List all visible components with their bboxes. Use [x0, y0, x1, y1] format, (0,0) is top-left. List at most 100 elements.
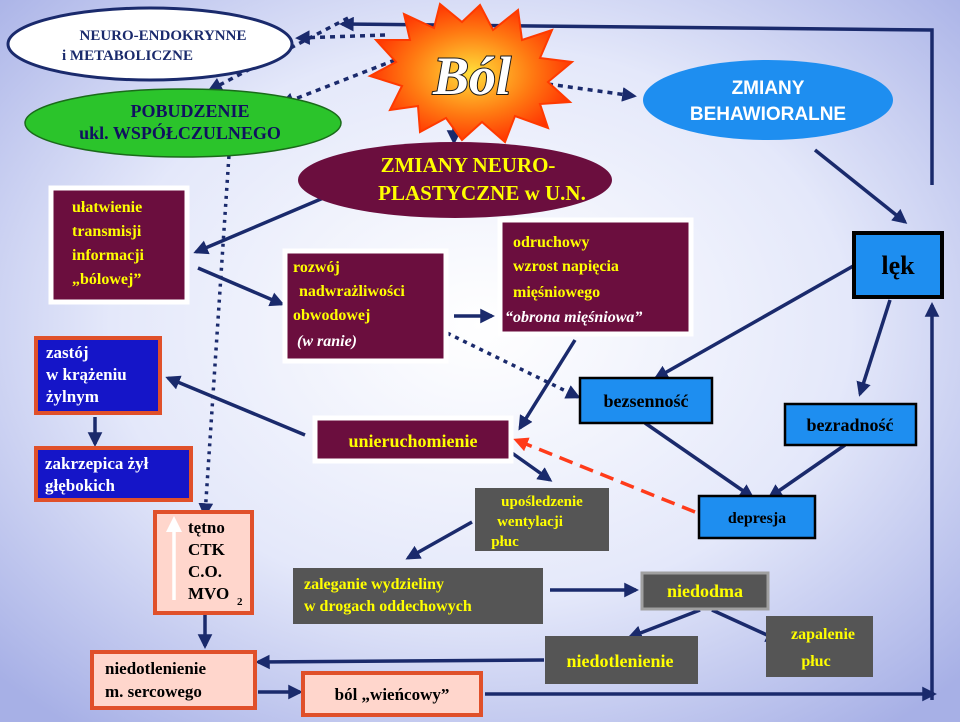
- zaleganie-line-1: zaleganie wydzieliny: [304, 576, 444, 593]
- arrow-niedotlenienie-to-niedotlenienie-m: [255, 654, 545, 670]
- uposledzenie-line-1: upośledzenie: [501, 494, 583, 510]
- ulatwienie-node: ułatwienie transmisji informacji „bólowe…: [48, 185, 190, 305]
- zastoj-line-1: zastój: [46, 343, 88, 362]
- zmiany-behawioralne-line-1: ZMIANY: [732, 78, 805, 99]
- zapalenie-node: zapalenie płuc: [766, 616, 873, 677]
- ulatwienie-line-3: informacji: [72, 247, 145, 264]
- arrow-bol-to-pobudzenie: [279, 58, 396, 107]
- uposledzenie-line-3: płuc: [491, 534, 519, 550]
- zastoj-line-3: żylnym: [46, 387, 99, 406]
- lek-node: lęk: [852, 231, 944, 299]
- zastoj-node: zastój w krążeniu żylnym: [34, 336, 162, 415]
- depresja-shape: [697, 494, 817, 540]
- zakrzepica-shape: [34, 446, 193, 502]
- arrow-ulatwienie-to-rozwoj: [197, 266, 285, 307]
- niedotlenienie-m-line-1: niedotlenienie: [105, 659, 207, 678]
- niedotlenienie-shape: [545, 636, 698, 684]
- arrow-bezsennosc-to-depresja: [644, 421, 755, 499]
- niedodma-label: niedodma: [667, 581, 743, 601]
- arrow-niedodma-to-niedotlenienie: [627, 608, 701, 640]
- niedotlenienie-m-shape: [90, 650, 257, 710]
- arrow-depresja-to-unieruchomienie: [513, 437, 696, 514]
- tetno-up-arrow-head: [166, 516, 182, 532]
- ulatwienie-line-2: transmisji: [72, 223, 142, 240]
- bezradnosc-label: bezradność: [807, 415, 894, 435]
- zmiany-behawioralne-line-2: BEHAWIORALNE: [690, 104, 846, 125]
- odruchowy-node: odruchowy wzrost napięcia mięśniowego “o…: [497, 217, 694, 337]
- neuro-endokrynne-line-1: NEURO-ENDOKRYNNE: [80, 28, 247, 44]
- zmiany-neuroplastyczne-shape: [298, 142, 612, 218]
- bol-node: Ból: [367, 2, 575, 144]
- ulatwienie-shape: [48, 185, 190, 305]
- bol-starburst-shape: [367, 2, 575, 144]
- rozwoj-line-2: nadwrażliwości: [299, 283, 405, 300]
- niedotlenienie-m-node: niedotlenienie m. sercowego: [90, 650, 257, 710]
- unieruchomienie-label: unieruchomienie: [349, 431, 478, 451]
- unieruchomienie-shape: [312, 415, 514, 464]
- bol-label: Ból: [432, 46, 511, 106]
- arrow-pobudzenie-to-tetno: [198, 139, 232, 518]
- arrow-unieruchomienie-to-uposledzenie: [510, 451, 553, 482]
- rozwoj-line-3: obwodowej: [293, 307, 370, 324]
- niedodma-node: niedodma: [640, 571, 770, 611]
- depresja-node: depresja: [697, 494, 817, 540]
- connectors: [87, 16, 940, 702]
- bezsennosc-shape: [578, 376, 714, 425]
- tetno-line-4: MVO: [188, 584, 229, 603]
- rozwoj-line-1: rozwój: [293, 259, 340, 276]
- bezsennosc-label: bezsenność: [604, 391, 689, 411]
- tetno-line-3: C.O.: [188, 562, 222, 581]
- bol-wiencowy-label: ból „wieńcowy”: [335, 685, 450, 704]
- arrow-frame-top-return: [339, 16, 934, 185]
- zapalenie-line-2: płuc: [801, 653, 830, 670]
- arrow-uposledzenie-to-zaleganie: [405, 520, 473, 560]
- uposledzenie-shape: [475, 488, 609, 551]
- arrow-behawioralne-to-lek: [813, 148, 908, 224]
- tetno-subscript: 2: [237, 596, 243, 608]
- arrow-neuroplastyczne-to-ulatwienie: [193, 194, 329, 255]
- odruchowy-line-2: wzrost napięcia: [513, 258, 619, 275]
- bol-wiencowy-shape: [301, 671, 483, 717]
- neuro-endokrynne-shape: [6, 6, 294, 82]
- odruchowy-line-1: odruchowy: [513, 234, 589, 251]
- zakrzepica-line-1: zakrzepica żył: [45, 454, 149, 473]
- arrow-lek-to-bezradnosc: [856, 299, 892, 397]
- zaleganie-shape: [293, 568, 543, 624]
- arrow-bol-to-behawioralne: [547, 82, 637, 102]
- zaleganie-line-2: w drogach oddechowych: [304, 598, 472, 615]
- zmiany-neuroplastyczne-line-1: ZMIANY NEURO-: [381, 153, 556, 177]
- zastoj-shape: [34, 336, 162, 415]
- tetno-line-2: CTK: [188, 540, 226, 559]
- zmiany-neuroplastyczne-node: ZMIANY NEURO- PLASTYCZNE w U.N.: [298, 142, 612, 218]
- niedotlenienie-label: niedotlenienie: [567, 651, 674, 671]
- niedotlenienie-m-line-2: m. sercowego: [105, 682, 202, 701]
- zmiany-behawioralne-node: ZMIANY BEHAWIORALNE: [643, 60, 893, 140]
- zastoj-line-2: w krążeniu: [46, 365, 127, 384]
- zmiany-behawioralne-shape: [643, 60, 893, 140]
- tetno-line-1: tętno: [188, 518, 225, 537]
- arrow-bezradnosc-to-depresja: [767, 443, 846, 499]
- lek-label: lęk: [881, 251, 915, 280]
- zmiany-neuroplastyczne-line-2: PLASTYCZNE w U.N.: [378, 181, 586, 205]
- zapalenie-line-1: zapalenie: [791, 626, 855, 643]
- neuro-endokrynne-node: NEURO-ENDOKRYNNE i METABOLICZNE: [6, 6, 294, 82]
- neuro-endokrynne-line-2: i METABOLICZNE: [62, 48, 193, 64]
- bezradnosc-node: bezradność: [783, 402, 918, 447]
- uposledzenie-node: upośledzenie wentylacji płuc: [475, 488, 609, 551]
- niedodma-shape: [640, 571, 770, 611]
- odruchowy-line-3: mięśniowego: [513, 284, 600, 301]
- pobudzenie-node: POBUDZENIE ukl. WSPÓŁCZULNEGO: [24, 88, 342, 158]
- uposledzenie-line-2: wentylacji: [497, 514, 563, 530]
- zapalenie-shape: [766, 616, 873, 677]
- odruchowy-line-4: “obrona mięśniowa”: [505, 309, 642, 326]
- rozwoj-node: rozwój nadwrażliwości obwodowej (w ranie…: [282, 248, 449, 364]
- lek-shape: [852, 231, 944, 299]
- pobudzenie-line-2: ukl. WSPÓŁCZULNEGO: [79, 122, 281, 143]
- unieruchomienie-node: unieruchomienie: [312, 415, 514, 464]
- ulatwienie-line-1: ułatwienie: [72, 199, 142, 216]
- arrow-lek-to-bezsennosc: [653, 263, 856, 380]
- zaleganie-node: zaleganie wydzieliny w drogach oddechowy…: [293, 568, 543, 624]
- arrow-odruchowy-to-unieruchomienie: [518, 339, 577, 431]
- tetno-node: tętno CTK C.O. MVO 2: [153, 510, 254, 615]
- arrow-unieruchomienie-to-zastoj: [165, 375, 306, 437]
